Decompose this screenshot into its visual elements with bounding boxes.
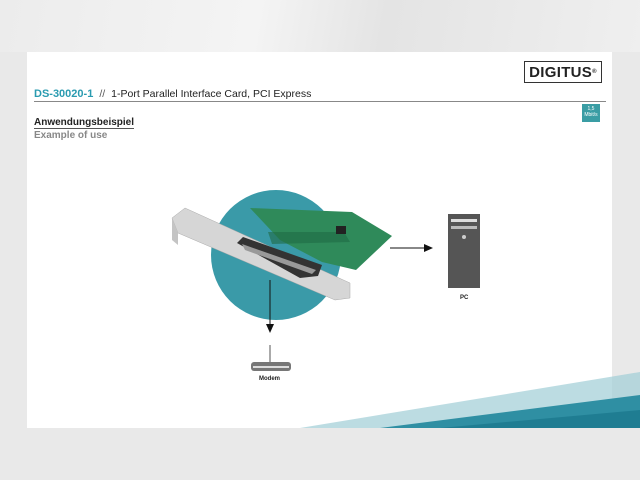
pci-card-image [171,207,392,301]
badge-unit: Mbit/s [584,112,598,118]
modem-label: Modem [259,376,280,382]
section-title-en: Example of use [34,130,108,141]
pc-label: PC [460,295,469,301]
registered-mark: ® [592,69,597,75]
digitus-logo: DIGITUS® [524,61,602,83]
logo-text: DIGITUS [529,63,593,81]
pc-tower-icon [448,214,480,288]
modem-icon [251,345,291,371]
product-header: DS-30020-1 // 1-Port Parallel Interface Ca… [34,88,606,102]
section-title-de: Anwendungsbeispiel [34,117,135,129]
arrow-to-pc [390,244,433,252]
header-separator: // [99,88,106,100]
arrow-to-modem [266,280,274,333]
product-sku: DS-30020-1 [34,88,94,100]
product-name: 1-Port Parallel Interface Card, PCI Expr… [111,88,312,100]
bottom-background [0,428,640,480]
badge-value: 1,5 [587,106,595,112]
top-background [0,0,640,52]
